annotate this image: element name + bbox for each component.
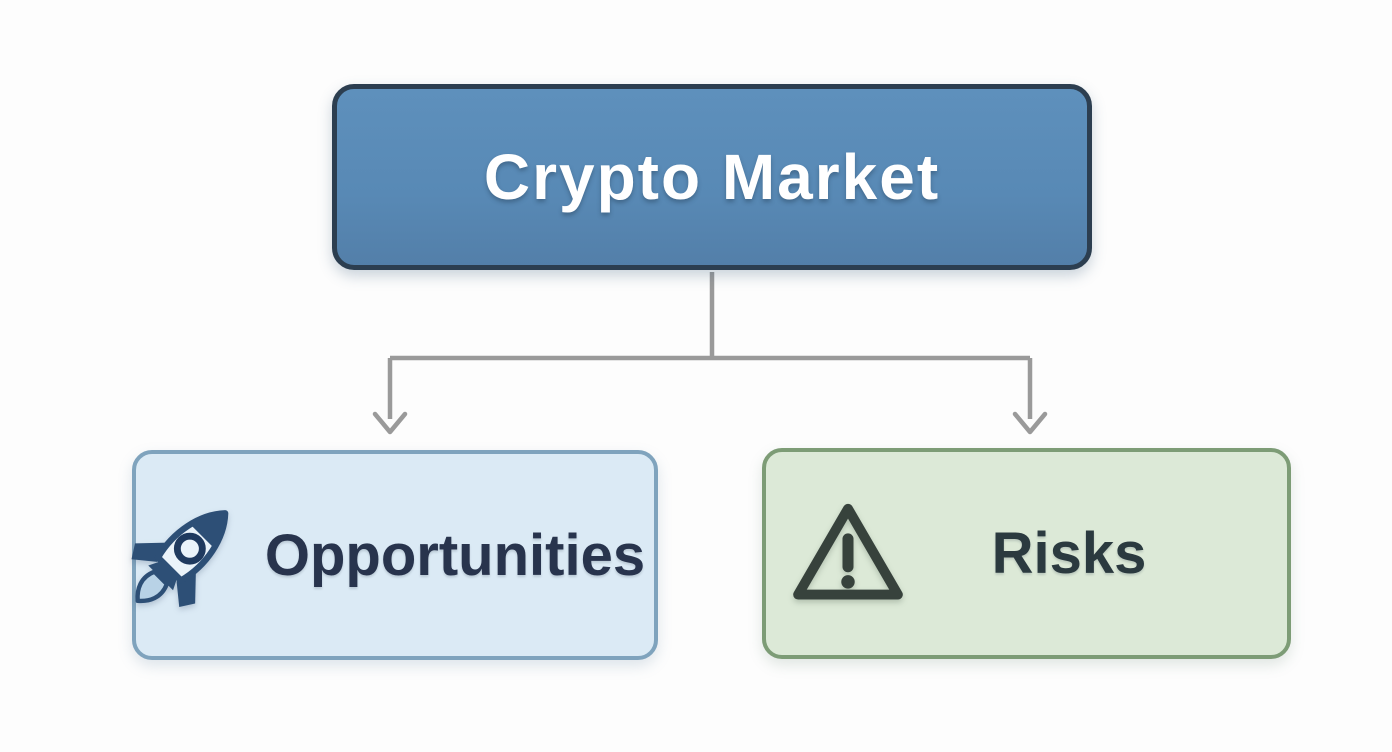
node-opportunities-label: Opportunities: [264, 522, 646, 588]
node-opportunities: Opportunities: [131, 450, 658, 660]
node-risks-label: Risks: [991, 521, 1147, 586]
node-risks: Risks: [762, 448, 1291, 659]
node-crypto-market: Crypto Market: [332, 84, 1092, 270]
rocket-icon: [106, 480, 256, 630]
arrow-down-right-icon: [1012, 411, 1048, 435]
warning-triangle-icon: [790, 496, 906, 612]
node-crypto-market-label: Crypto Market: [483, 141, 941, 213]
arrow-down-left-icon: [372, 411, 408, 435]
